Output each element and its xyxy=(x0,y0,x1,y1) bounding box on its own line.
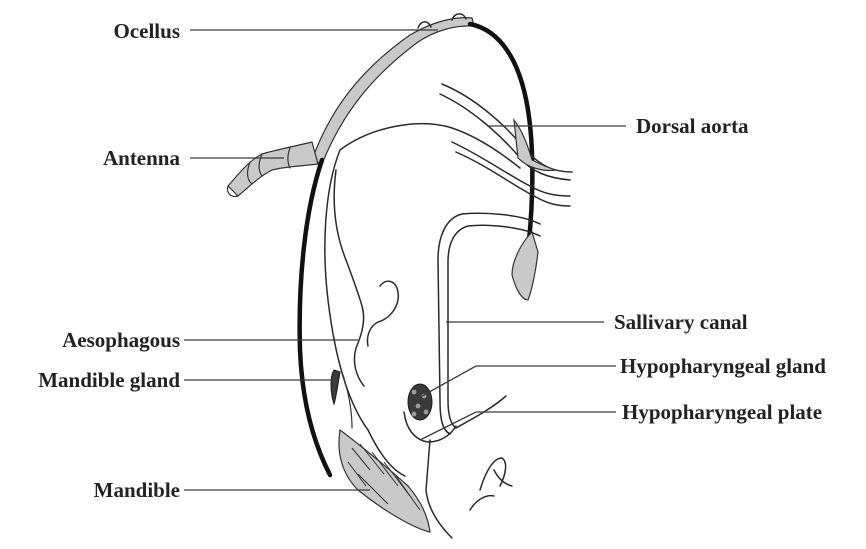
labial-palp xyxy=(470,458,512,510)
hypopharyngeal-plate-shape xyxy=(404,412,456,442)
aesophagus-branch xyxy=(367,281,398,346)
inner-cavity-outline xyxy=(325,124,520,476)
dorsal-sclerite xyxy=(514,120,556,171)
leader-hypopharyngeal-gland xyxy=(422,366,616,396)
mandible-gland-shape xyxy=(331,370,340,404)
hypopharyngeal-gland-shape xyxy=(408,384,432,420)
label-mandible: Mandible xyxy=(94,478,180,502)
labels: Ocellus Antenna Aesophagous Mandible gla… xyxy=(38,19,826,502)
dorsal-aorta-tubes xyxy=(440,84,572,206)
head-illustration xyxy=(227,14,572,538)
label-sallivary-canal: Sallivary canal xyxy=(614,310,748,334)
label-hypopharyngeal-plate: Hypopharyngeal plate xyxy=(622,400,822,424)
dorsal-cuticle xyxy=(312,18,474,164)
aesophagus-tube xyxy=(334,170,364,386)
label-aesophagous: Aesophagous xyxy=(62,328,180,352)
antenna-shape xyxy=(227,142,318,196)
label-dorsal-aorta: Dorsal aorta xyxy=(636,114,749,138)
lateral-sclerite xyxy=(512,232,538,300)
leader-lines xyxy=(184,30,626,490)
label-hypopharyngeal-gland: Hypopharyngeal gland xyxy=(620,354,826,378)
label-antenna: Antenna xyxy=(103,146,181,170)
mandible-shape xyxy=(339,430,430,532)
label-ocellus: Ocellus xyxy=(114,19,181,43)
label-mandible-gland: Mandible gland xyxy=(38,368,180,392)
